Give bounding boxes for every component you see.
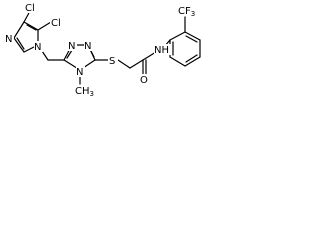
nitrogen-label: N	[76, 67, 83, 78]
bond	[142, 51, 157, 61]
oxygen-label: O	[140, 75, 148, 86]
bond-double	[185, 54, 198, 63]
molecule-drawing: Cl Cl N N N N N CH3 S O NH CF3	[5, 2, 201, 98]
methyl-label: CH3	[75, 86, 94, 98]
bond-double	[185, 35, 198, 43]
bond-double	[16, 37, 25, 50]
chlorine-label: Cl	[25, 3, 35, 14]
bond	[23, 21, 39, 31]
trifluoromethyl-label: CF3	[178, 6, 195, 18]
nitrogen-label: N	[5, 34, 12, 45]
nitrogen-label: N	[84, 41, 91, 52]
bond	[129, 59, 144, 69]
bond	[184, 56, 201, 67]
structure-diagram: Cl Cl N N N N N CH3 S O NH CF3	[0, 0, 219, 118]
nitrogen-label: N	[34, 42, 41, 53]
nitrogen-label: N	[68, 41, 75, 52]
amide-nh-label: NH	[154, 45, 169, 56]
chlorine-label: Cl	[51, 18, 61, 29]
bond	[184, 31, 201, 41]
bond	[13, 21, 25, 39]
phenyl-ring	[169, 31, 201, 67]
bond	[117, 59, 131, 69]
bond	[169, 56, 186, 67]
bond	[169, 31, 186, 41]
sulfur-label: S	[109, 56, 115, 67]
bond-double	[26, 24, 37, 31]
bond	[37, 21, 52, 31]
bond	[13, 37, 25, 53]
